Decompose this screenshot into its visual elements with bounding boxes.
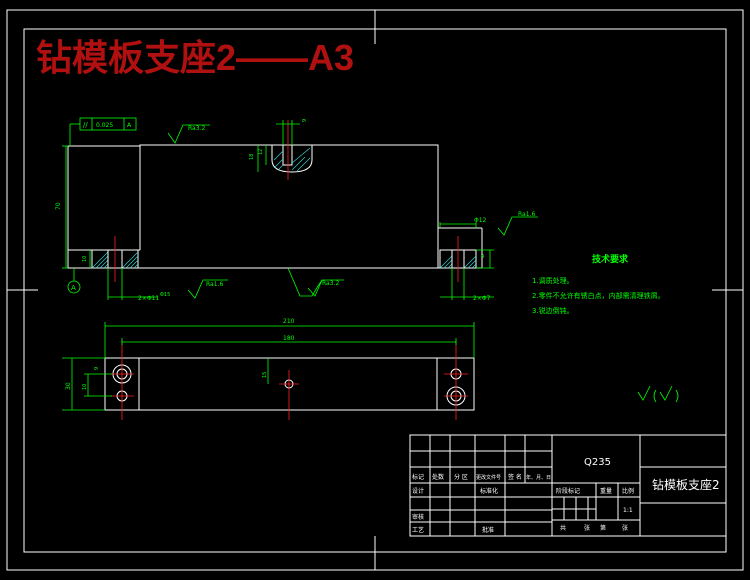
sheet-3: 张 [622,524,628,532]
drawing-title: 钻模板支座2——A3 [36,37,354,78]
stage-hdr-0: 阶段标记 [556,487,580,495]
stage-hdr-1: 重量 [600,487,612,495]
hdr-cell-0: 标记 [412,473,424,481]
sheet-1: 张 [584,524,590,532]
sheet-2: 第 [600,524,606,532]
row-review: 审核 [412,513,424,521]
outer-border [6,9,744,571]
row-design: 设计 [412,487,424,495]
part-name: 钻模板支座2 [652,477,720,492]
callout-left-holes: 2×Φ11 [138,295,159,302]
dim-15: 15 [262,372,268,378]
datum-label: A [71,284,76,292]
front-dimensions: 70 10 18 12 9 Φ12 4 2×Φ11 Φ15 2×Φ7 A [55,117,538,302]
hdr-cell-1: 处数 [432,473,444,481]
callout-left-phi: Φ15 [160,292,170,298]
hdr-cell-2: 分 区 [454,473,468,481]
inner-border [23,28,727,553]
roughness-4: Ra1.6 [206,281,223,288]
dim-m8: 9 [302,119,308,122]
dim-4: 4 [481,254,484,260]
tech-item-1: 1.调质处理。 [532,276,574,285]
tech-heading: 技术要求 [592,253,629,265]
row-process: 工艺 [412,526,424,534]
title-block: Q235 阶段标记 重量 比例 1:1 共 张 第 张 钻模板支座2 标记 处数… [409,434,727,537]
scale: 1:1 [623,507,633,514]
top-dimensions: 210 180 30 10 9 15 [62,318,475,411]
stage-hdr-2: 比例 [622,487,634,495]
dim-180: 180 [283,335,295,342]
front-view [67,120,483,282]
technical-requirements: 技术要求 1.调质处理。 2.零件不允许有锈白点，内部需清理铁屑。 3.锐边倒钝… [532,253,665,315]
dim-phi12: Φ12 [474,217,487,224]
tolerance-value: 0.025 [96,122,113,129]
tech-item-3: 3.锐边倒钝。 [532,306,574,315]
dim-12: 12 [258,149,264,155]
roughness-2: Ra1.6 [518,211,535,218]
dim-9b: 9 [94,367,100,370]
dim-210: 210 [283,318,295,325]
material: Q235 [584,457,611,468]
general-roughness-symbol [637,385,679,403]
hdr-cell-5: 年、月、日 [526,474,551,481]
hdr-cell-3: 更改文件号 [476,474,501,481]
sheet-0: 共 [560,524,566,532]
tolerance-ref: A [127,122,132,129]
dim-30: 30 [65,382,72,390]
dim-70: 70 [55,202,62,210]
top-view [104,340,475,420]
dim-18: 18 [249,154,255,160]
hdr-cell-4: 签 名 [508,473,522,481]
row-approve: 批准 [482,526,494,534]
row-standard: 标准化 [480,487,498,495]
callout-right-holes: 2×Φ7 [473,295,491,302]
roughness-1: Ra3.2 [188,125,205,132]
roughness-3: Ra3.2 [322,280,339,287]
tech-item-2: 2.零件不允许有锈白点，内部需清理铁屑。 [532,291,665,300]
svg-text://: // [83,121,88,129]
dim-10b: 10 [82,384,88,390]
dim-10: 10 [82,256,88,262]
